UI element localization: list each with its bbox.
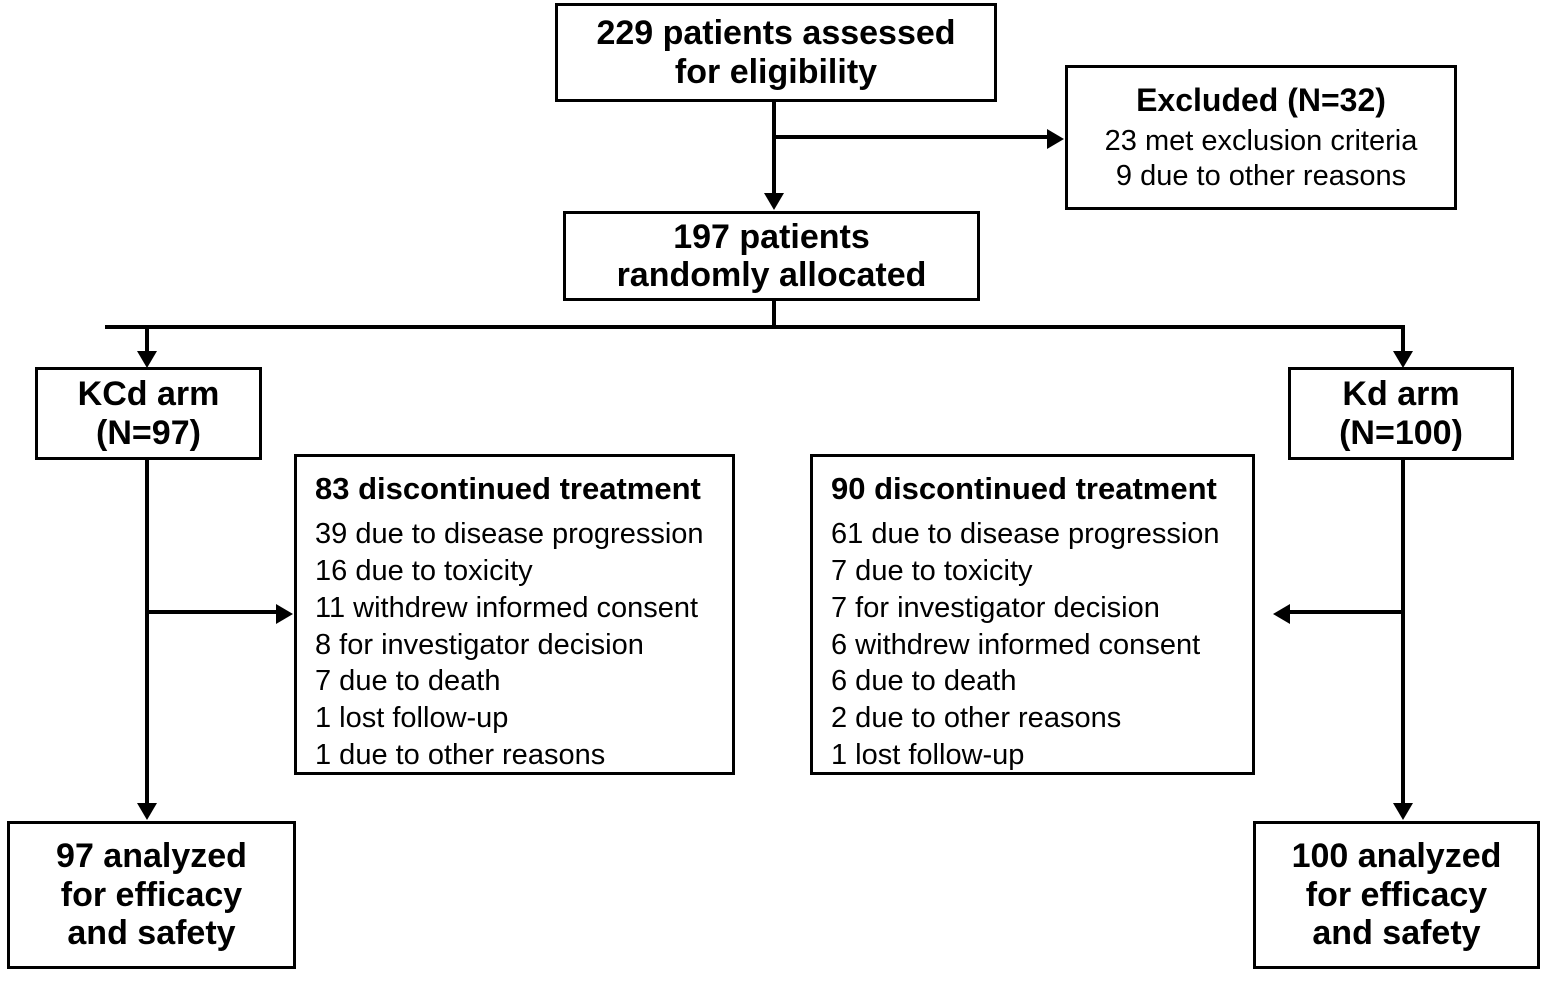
node-discontinued-kd-title: 90 discontinued treatment — [831, 471, 1217, 506]
list-item: 1 lost follow-up — [315, 702, 509, 735]
node-excluded-line-1: 9 due to other reasons — [1115, 159, 1407, 192]
list-item: 16 due to toxicity — [315, 554, 533, 587]
node-analyzed-kcd: 97 analyzed for efficacy and safety — [7, 821, 296, 969]
node-analyzed-kcd-title: 97 analyzed for efficacy and safety — [56, 837, 247, 953]
node-randomized-title: 197 patients randomly allocated — [616, 217, 927, 294]
node-excluded: Excluded (N=32) 23 met exclusion criteri… — [1065, 65, 1457, 210]
list-item: 61 due to disease progression — [831, 518, 1220, 551]
node-discontinued-kd: 90 discontinued treatment 61 due to dise… — [810, 454, 1255, 775]
node-excluded-line-0: 23 met exclusion criteria — [1104, 125, 1418, 158]
list-item: 8 for investigator decision — [315, 628, 644, 661]
node-excluded-title: Excluded (N=32) — [1136, 82, 1386, 119]
arrowhead-split-to-kd-arm — [1393, 351, 1413, 368]
node-discontinued-kcd: 83 discontinued treatment 39 due to dise… — [294, 454, 735, 775]
list-item: 6 withdrew informed consent — [831, 628, 1201, 661]
node-analyzed-kd: 100 analyzed for efficacy and safety — [1253, 821, 1540, 969]
list-item: 7 due to toxicity — [831, 554, 1033, 587]
arrowhead-kd-to-discontinued — [1273, 604, 1290, 624]
list-item: 39 due to disease progression — [315, 518, 704, 551]
list-item: 7 due to death — [315, 665, 501, 698]
node-discontinued-kd-reasons: 61 due to disease progression 7 due to t… — [831, 516, 1220, 774]
node-analyzed-kd-title: 100 analyzed for efficacy and safety — [1291, 837, 1502, 953]
list-item: 1 lost follow-up — [831, 738, 1025, 771]
node-assessed-for-eligibility: 229 patients assessed for eligibility — [555, 3, 997, 102]
list-item: 11 withdrew informed consent — [315, 591, 699, 624]
connector-kcd-to-discontinued — [145, 610, 276, 614]
connector-randomized-to-split — [772, 301, 776, 329]
connector-split-to-kd-arm — [1401, 325, 1405, 353]
node-kcd-arm: KCd arm (N=97) — [35, 367, 262, 460]
list-item: 1 due to other reasons — [315, 738, 606, 771]
connector-assessed-to-randomized — [772, 102, 776, 194]
connector-to-excluded — [772, 135, 1047, 139]
node-discontinued-kcd-title: 83 discontinued treatment — [315, 471, 701, 506]
node-kd-arm: Kd arm (N=100) — [1288, 367, 1514, 460]
arrowhead-assessed-to-randomized — [764, 193, 784, 210]
arrowhead-kcd-to-discontinued — [276, 604, 293, 624]
list-item: 7 for investigator decision — [831, 591, 1160, 624]
node-kd-arm-title: Kd arm (N=100) — [1339, 375, 1463, 452]
list-item: 6 due to death — [831, 665, 1017, 698]
node-assessed-title: 229 patients assessed for eligibility — [596, 14, 956, 91]
arrowhead-kcd-arm-to-analyzed — [137, 803, 157, 820]
connector-kcd-arm-to-analyzed — [145, 460, 149, 805]
connector-split-to-kcd-arm — [145, 325, 149, 353]
arrowhead-split-to-kcd-arm — [137, 351, 157, 368]
arrowhead-kd-arm-to-analyzed — [1393, 803, 1413, 820]
arrowhead-to-excluded — [1047, 129, 1064, 149]
node-randomly-allocated: 197 patients randomly allocated — [563, 211, 980, 301]
connector-kd-to-discontinued — [1290, 610, 1403, 614]
connector-kd-arm-to-analyzed — [1401, 460, 1405, 805]
node-kcd-arm-title: KCd arm (N=97) — [77, 375, 220, 452]
list-item: 2 due to other reasons — [831, 702, 1122, 735]
node-discontinued-kcd-reasons: 39 due to disease progression 16 due to … — [315, 516, 704, 774]
connector-allocation-split-bar — [105, 325, 1405, 329]
